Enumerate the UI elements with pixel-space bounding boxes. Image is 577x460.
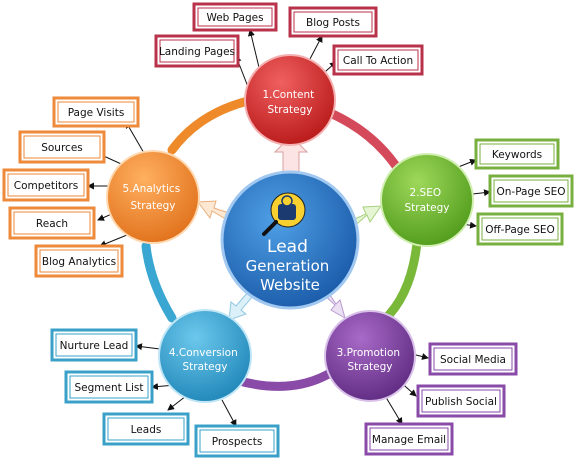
box-competitors: Competitors <box>2 168 90 202</box>
svg-text:3.Promotion Strategy: 3.Promotion Strategy <box>337 347 404 373</box>
box-competitors-label: Competitors <box>14 180 78 192</box>
box-sources-label: Sources <box>41 142 83 154</box>
box-segment-list-label: Segment List <box>75 382 144 394</box>
node-seo-label-2: Strategy <box>405 202 450 214</box>
center-line-2: Generation <box>246 257 330 275</box>
box-keywords-label: Keywords <box>492 149 542 161</box>
center-line-3: Website <box>260 276 320 294</box>
ring-arc-seo-promotion <box>379 227 423 325</box>
boxes-conversion: Nurture Lead Segment List Leads Prospect… <box>50 328 280 458</box>
node-conversion-label-2: Strategy <box>183 361 228 373</box>
ring-arc-analytics-content <box>167 95 257 155</box>
node-analytics-label-2: Strategy <box>131 200 176 212</box>
node-conversion: 4.Conversion Strategy <box>158 309 252 403</box>
box-call-to-action-label: Call To Action <box>343 55 413 67</box>
box-leads: Leads <box>102 412 190 446</box>
node-promotion-label-1: 3.Promotion <box>337 347 400 359</box>
box-leads-label: Leads <box>131 424 162 436</box>
box-on-page-seo-label: On-Page SEO <box>496 186 565 198</box>
node-content: 1.Content Strategy <box>244 54 336 146</box>
box-call-to-action: Call To Action <box>332 44 424 76</box>
node-promotion-label-2: Strategy <box>348 361 393 373</box>
boxes-analytics: Page Visits Sources Competitors Reach Bl… <box>2 96 140 278</box>
arrow-to-conversion <box>228 291 254 321</box>
box-nurture-lead: Nurture Lead <box>50 328 138 362</box>
box-prospects-label: Prospects <box>212 436 263 448</box>
svg-text:4.Conversion Strategy: 4.Conversion Strategy <box>169 347 241 373</box>
box-blog-posts: Blog Posts <box>288 6 378 38</box>
box-blog-analytics: Blog Analytics <box>34 244 124 278</box>
connector-leads <box>167 395 187 411</box>
node-seo: 2.SEO Strategy <box>380 153 474 247</box>
box-page-visits: Page Visits <box>52 96 140 128</box>
ring-arc-promotion-conversion <box>231 367 337 391</box>
boxes-promotion: Social Media Publish Social Manage Email <box>364 342 518 456</box>
box-social-media-label: Social Media <box>440 354 506 366</box>
center-line-1: Lead <box>267 237 308 257</box>
box-reach: Reach <box>8 206 96 240</box>
node-content-label-2: Strategy <box>268 104 313 116</box>
box-manage-email: Manage Email <box>364 422 454 456</box>
box-off-page-seo: Off-Page SEO <box>476 212 564 246</box>
node-content-label-1: 1.Content <box>262 89 314 101</box>
connector-prospects <box>221 399 237 427</box>
box-web-pages-label: Web Pages <box>206 12 263 24</box>
person-search-icon <box>262 192 306 236</box>
boxes-seo: Keywords On-Page SEO Off-Page SEO <box>474 138 574 246</box>
center-circle <box>220 170 360 310</box>
box-segment-list: Segment List <box>64 370 154 404</box>
box-reach-label: Reach <box>36 218 68 230</box>
box-social-media: Social Media <box>428 342 518 376</box>
svg-text:1.Content Strategy: 1.Content Strategy <box>262 89 317 116</box>
box-landing-pages-label: Landing Pages <box>159 46 235 58</box>
node-analytics: 5.Analytics Strategy <box>106 150 200 244</box>
box-publish-social: Publish Social <box>416 384 506 418</box>
box-blog-posts-label: Blog Posts <box>306 17 360 29</box>
node-analytics-label-1: 5.Analytics <box>122 183 180 195</box>
ring-arc-conversion-analytics <box>141 241 177 323</box>
box-blog-analytics-label: Blog Analytics <box>42 256 116 268</box>
node-seo-label-1: 2.SEO <box>410 187 442 199</box>
box-landing-pages: Landing Pages <box>154 34 240 68</box>
svg-text:5.Analytics Strategy: 5.Analytics Strategy <box>122 183 183 212</box>
box-nurture-lead-label: Nurture Lead <box>60 340 129 352</box>
svg-text:2.SEO Strategy: 2.SEO Strategy <box>405 187 450 214</box>
node-promotion: 3.Promotion Strategy <box>324 310 416 402</box>
box-off-page-seo-label: Off-Page SEO <box>485 224 555 236</box>
center-title: Lead Generation Website <box>246 237 335 294</box>
center-hub: Lead Generation Website <box>220 170 360 310</box>
box-sources: Sources <box>18 130 106 164</box>
box-page-visits-label: Page Visits <box>68 107 125 119</box>
box-keywords: Keywords <box>474 138 560 170</box>
box-on-page-seo: On-Page SEO <box>488 174 574 208</box>
box-manage-email-label: Manage Email <box>372 434 446 446</box>
node-conversion-label-1: 4.Conversion <box>169 347 238 359</box>
box-prospects: Prospects <box>194 424 280 458</box>
box-web-pages: Web Pages <box>192 2 278 32</box>
boxes-content: Web Pages Blog Posts Landing Pages Call … <box>154 2 424 76</box>
box-publish-social-label: Publish Social <box>425 396 497 408</box>
